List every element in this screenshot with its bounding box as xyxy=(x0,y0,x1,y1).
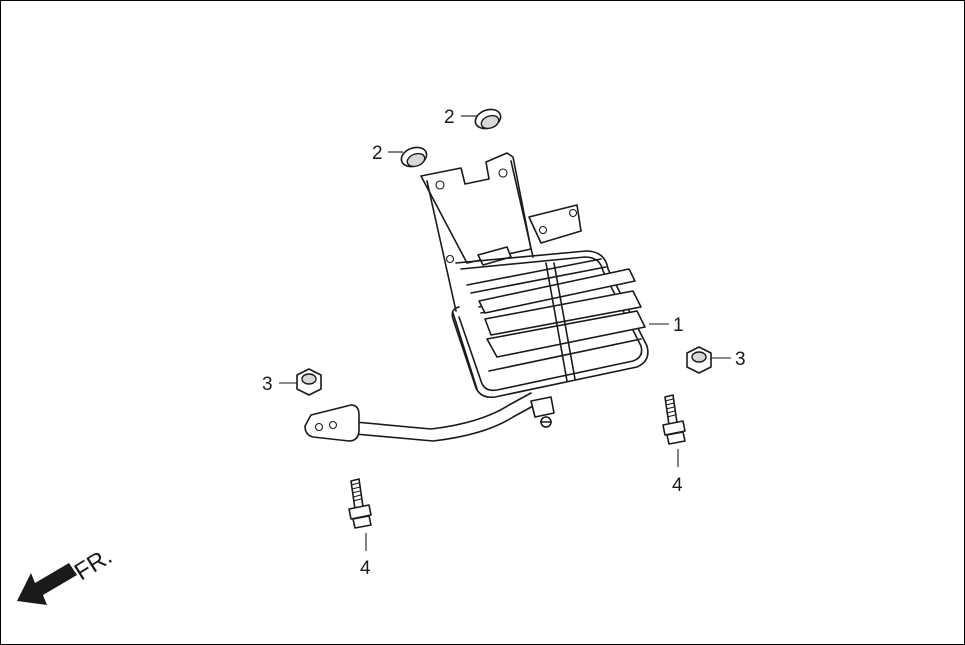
part-grommet-lower xyxy=(400,146,428,168)
front-direction-arrow-icon xyxy=(17,563,77,605)
part-nut-left xyxy=(296,368,322,396)
callout-3-right: 3 xyxy=(735,349,746,370)
callout-3-left: 3 xyxy=(262,374,273,395)
part-nut-right xyxy=(686,346,712,374)
callout-4-right: 4 xyxy=(672,475,683,496)
part-rack-carrier xyxy=(304,152,649,442)
callout-2-upper: 2 xyxy=(444,107,455,128)
part-bolt-left xyxy=(348,478,372,529)
callout-2-lower: 2 xyxy=(372,143,383,164)
part-bolt-right xyxy=(662,394,686,445)
callout-1: 1 xyxy=(673,315,684,336)
leader-lines xyxy=(279,115,731,551)
part-grommet-upper xyxy=(474,108,502,130)
front-direction-label: FR. xyxy=(70,543,117,586)
callout-4-left: 4 xyxy=(360,558,371,579)
